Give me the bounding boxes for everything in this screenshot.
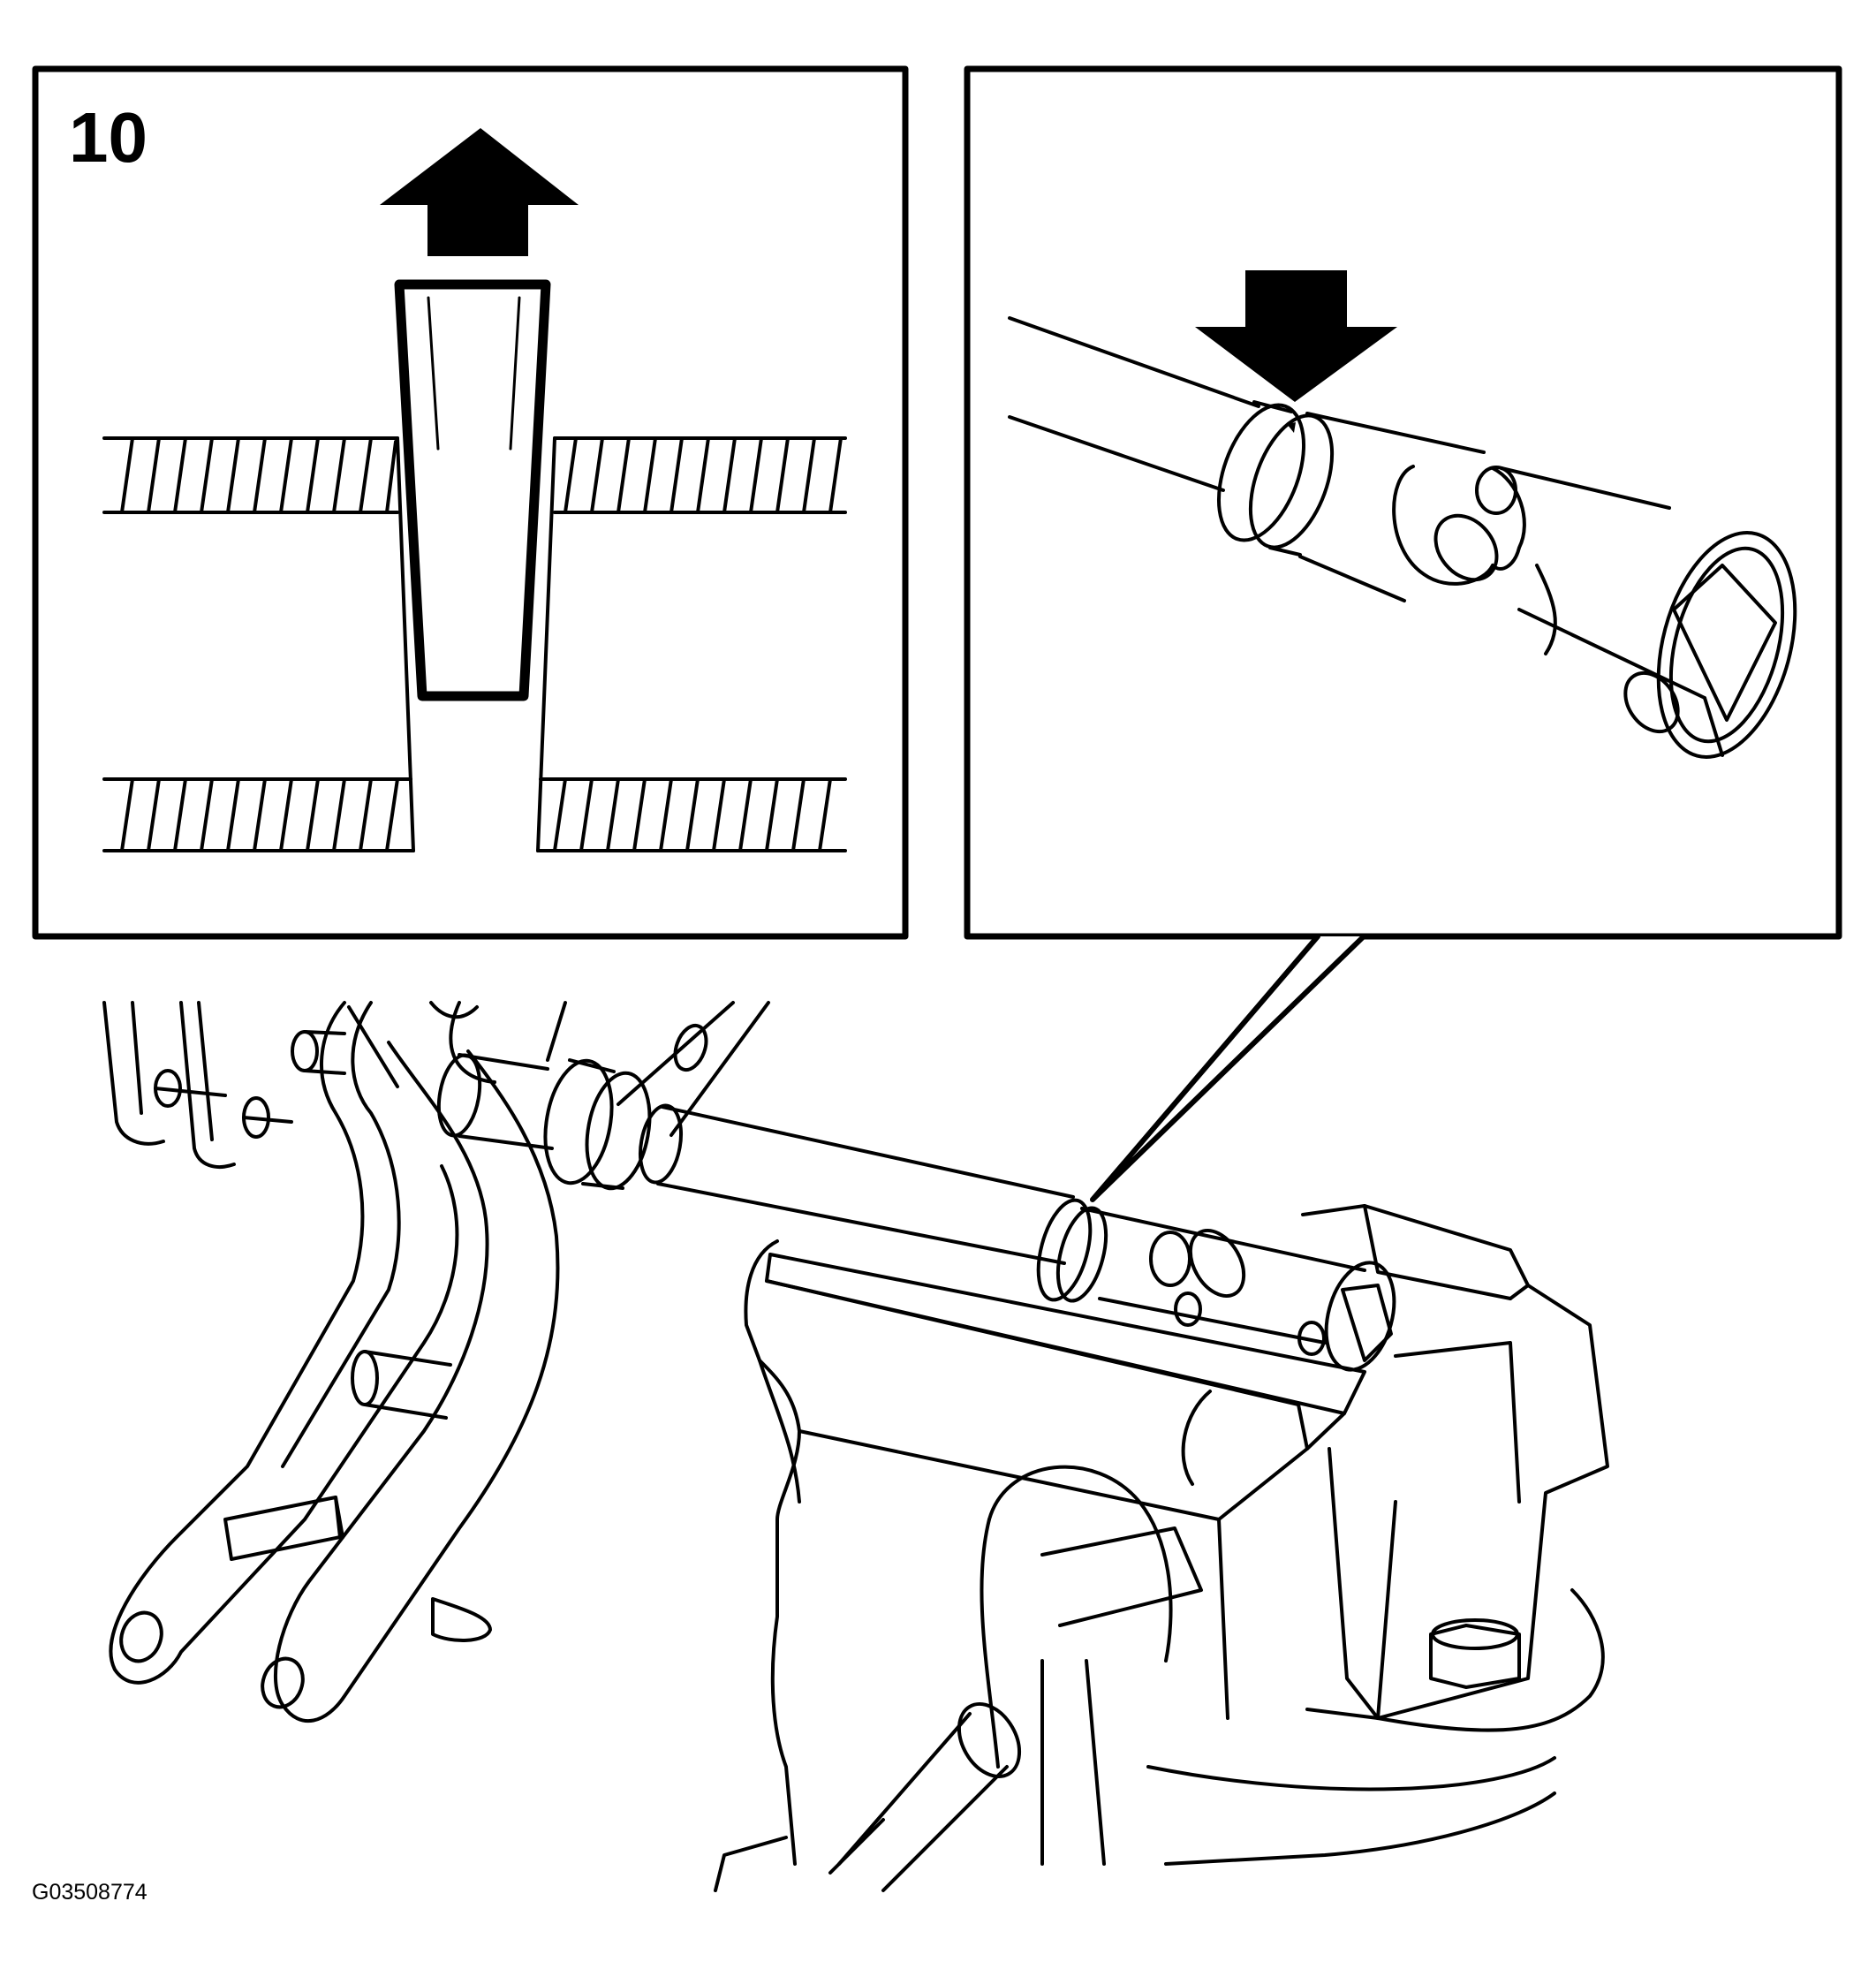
step-number: 10 bbox=[69, 98, 148, 177]
universal-joint bbox=[1298, 412, 1797, 759]
bench-vise bbox=[714, 1204, 1609, 1892]
right-panel-frame bbox=[964, 65, 1842, 940]
marking-dot-icon bbox=[1287, 422, 1296, 433]
steering-shaft-main bbox=[436, 1053, 1396, 1372]
right-detail-panel bbox=[964, 65, 1842, 1202]
arrow-down-icon bbox=[1195, 270, 1397, 402]
callout-pointer bbox=[1090, 934, 1366, 1202]
pedal-bracket bbox=[102, 1001, 770, 1723]
tapered-bore bbox=[396, 436, 556, 852]
left-panel-frame bbox=[32, 65, 909, 940]
arrow-up-icon bbox=[380, 128, 579, 256]
lower-plate-hatching bbox=[102, 777, 847, 852]
main-illustration bbox=[102, 1001, 1609, 1892]
left-detail-panel bbox=[32, 65, 909, 940]
upper-plate-hatching bbox=[102, 436, 847, 514]
figure-code: G03508774 bbox=[32, 1880, 148, 1905]
steering-shaft bbox=[1008, 316, 1260, 492]
tapered-pin bbox=[394, 279, 551, 701]
